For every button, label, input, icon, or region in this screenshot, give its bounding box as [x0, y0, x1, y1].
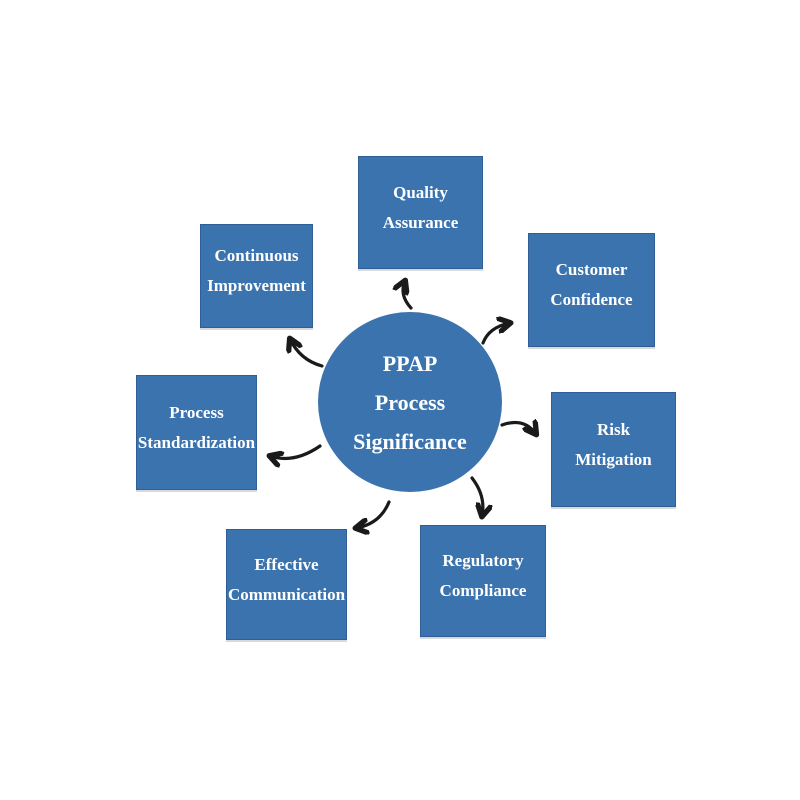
arrow-to-effective-communication — [356, 500, 391, 528]
node-risk-mitigation: Risk Mitigation — [551, 392, 676, 507]
node-label-line1: Regulatory — [442, 551, 524, 570]
node-customer-confidence: Customer Confidence — [528, 233, 655, 347]
arrow-to-quality-assurance — [403, 281, 413, 310]
arrow-to-process-standardization — [270, 444, 322, 458]
center-node-label-line3: Significance — [353, 428, 467, 454]
node-label-line2: Confidence — [550, 290, 633, 309]
node-label-line1: Effective — [254, 554, 319, 574]
node-effective-communication: Effective Communication — [226, 529, 347, 640]
node-label-line1: Risk — [596, 419, 631, 439]
node-label-line1: Customer — [555, 260, 628, 279]
node-label-line1: Quality — [393, 182, 448, 202]
arrow-to-customer-confidence — [481, 323, 510, 345]
node-label-line2: Improvement — [207, 276, 306, 295]
node-quality-assurance: Quality Assurance — [358, 156, 483, 269]
node-label-line2: Mitigation — [575, 449, 652, 469]
arrow-to-continuous-improvement — [290, 339, 324, 368]
center-node-label-line2: Process — [374, 389, 446, 415]
center-node-ppap-process-significance: PPAP Process Significance — [318, 312, 502, 492]
arrow-to-risk-mitigation — [500, 422, 536, 434]
node-label-line2: Compliance — [439, 581, 527, 600]
node-label-line2: Communication — [227, 584, 346, 604]
node-label-line1: Continuous — [214, 246, 299, 265]
node-label-line2: Assurance — [382, 212, 459, 232]
node-label-line2: Standardization — [137, 432, 256, 452]
node-label-line1: Process — [169, 402, 224, 422]
node-process-standardization: Process Standardization — [136, 375, 257, 490]
node-regulatory-compliance: Regulatory Compliance — [420, 525, 546, 637]
node-continuous-improvement: Continuous Improvement — [200, 224, 313, 328]
center-node-label-line1: PPAP — [382, 350, 438, 376]
arrow-to-regulatory-compliance — [470, 476, 483, 516]
